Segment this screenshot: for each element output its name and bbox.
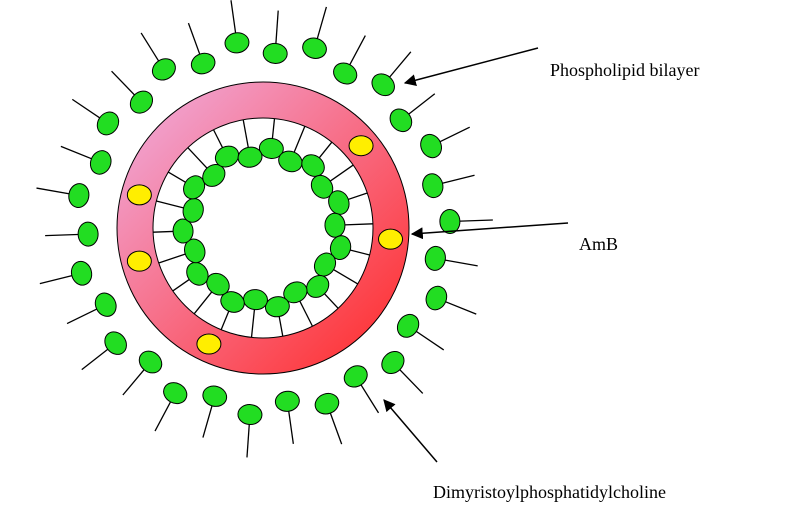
inner-leaflet-lipids — [153, 119, 373, 338]
outer-lipid — [368, 52, 411, 100]
lipid-head — [263, 43, 288, 65]
lipid-head — [135, 347, 166, 378]
outer-lipid — [274, 390, 301, 444]
lipid-head — [224, 31, 251, 54]
lipid-head — [330, 59, 361, 88]
outer-lipid — [40, 259, 94, 287]
lipid-head — [340, 362, 371, 392]
lipid-head — [393, 310, 423, 341]
lipid-head — [87, 148, 115, 178]
lipid-head — [188, 50, 217, 77]
lipid-head — [67, 182, 91, 209]
outer-lipid — [330, 36, 365, 88]
outer-lipid — [200, 383, 229, 437]
outer-lipid — [312, 390, 341, 444]
lipid-head — [386, 105, 417, 136]
outer-lipid — [377, 347, 422, 393]
lipid-head — [69, 259, 94, 287]
dmpc-arrow — [384, 400, 437, 462]
lipid-head — [160, 379, 191, 408]
outer-lipid — [141, 33, 179, 84]
amb-molecule — [127, 185, 151, 205]
inner-lipid — [302, 271, 338, 308]
outer-lipid — [417, 127, 470, 161]
inner-lipid — [153, 219, 193, 244]
outer-lipid — [67, 290, 120, 324]
amb-label: AmB — [579, 234, 618, 254]
outer-lipid — [300, 7, 329, 61]
outer-lipid — [112, 71, 157, 117]
dmpc-label: Dimyristoylphosphatidylcholine — [433, 482, 666, 502]
amb-molecule — [127, 251, 151, 271]
inner-lipid — [236, 120, 263, 169]
phospholipid-bilayer-arrow — [405, 48, 538, 83]
amb-molecule — [379, 229, 403, 249]
lipid-head — [242, 288, 268, 310]
outer-leaflet-lipids — [36, 0, 492, 457]
lipid-head — [78, 222, 99, 247]
outer-lipid — [36, 182, 90, 209]
outer-lipid — [82, 328, 131, 370]
outer-lipid — [420, 172, 474, 200]
phospholipid-bilayer-label: Phospholipid bilayer — [550, 60, 700, 80]
outer-lipid — [263, 11, 288, 65]
lipid-head — [423, 245, 447, 272]
lipid-head — [423, 283, 451, 313]
outer-lipid — [423, 283, 477, 314]
lipid-head — [324, 213, 345, 238]
lipid-head — [368, 69, 399, 100]
outer-lipid — [72, 99, 123, 139]
lipid-head — [237, 404, 262, 426]
inner-lipid — [297, 142, 331, 181]
lipid-head — [420, 172, 445, 200]
outer-lipid — [155, 379, 190, 431]
outer-lipid — [386, 94, 435, 136]
lipid-head — [93, 108, 123, 139]
amb-molecule — [197, 334, 221, 354]
lipid-head — [417, 131, 445, 161]
outer-lipid — [340, 362, 378, 413]
outer-lipid — [393, 310, 444, 350]
outer-lipid — [188, 23, 217, 77]
outer-lipid — [224, 0, 251, 54]
inner-lipid — [173, 258, 213, 291]
lipid-head — [100, 328, 131, 359]
lipid-head — [200, 383, 229, 409]
outer-lipid — [123, 347, 166, 395]
inner-lipid — [324, 213, 372, 238]
lipid-head — [312, 390, 341, 417]
outer-lipid — [237, 404, 262, 458]
amb-molecule — [349, 136, 373, 156]
inner-lipid — [242, 288, 268, 337]
outer-lipid — [61, 146, 115, 177]
inner-lipid — [258, 119, 284, 160]
lipid-head — [274, 390, 301, 413]
lipid-head — [148, 55, 179, 85]
lipid-head — [91, 290, 119, 320]
bilayer-ring — [117, 82, 409, 374]
outer-lipid — [45, 222, 98, 247]
outer-lipid — [423, 245, 477, 272]
lipid-head — [300, 35, 329, 61]
amb-arrow — [412, 223, 568, 234]
